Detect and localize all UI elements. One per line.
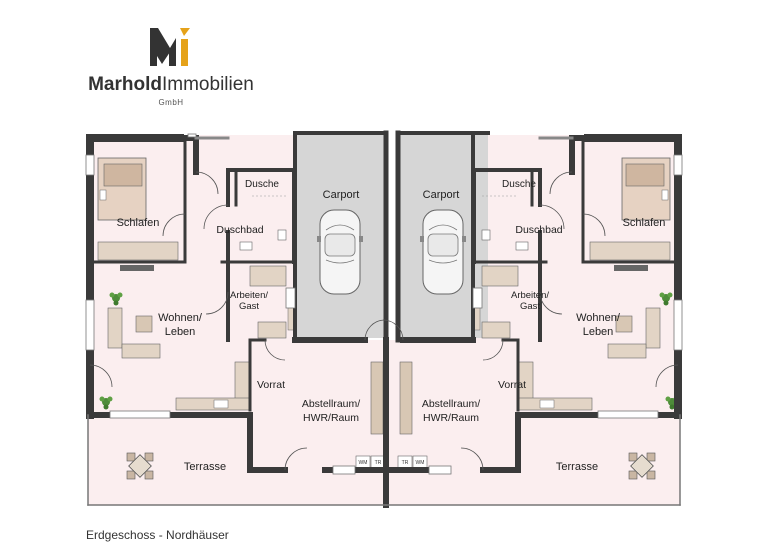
car-icon <box>316 209 364 295</box>
wardrobe-icon <box>97 241 179 261</box>
sofa-icon <box>107 307 123 349</box>
logo-accent <box>180 28 190 36</box>
room-label-dusche: Dusche <box>502 179 536 190</box>
room-label-leben: Leben <box>165 326 196 338</box>
svg-text:TR: TR <box>375 460 382 466</box>
svg-text:WM: WM <box>416 460 425 466</box>
doors <box>89 171 679 471</box>
sofa-icon <box>645 307 661 349</box>
wardrobe-icon <box>589 241 671 261</box>
company-name-bold: Marhold <box>88 74 162 95</box>
room-label-carport: Carport <box>423 189 460 201</box>
washing-machine-icon: WM <box>412 455 428 469</box>
room-label-wohnen: Wohnen/ <box>158 312 203 324</box>
washbasin-icon <box>239 241 253 251</box>
windows <box>85 133 683 475</box>
furniture: WM TR TR WM <box>97 157 679 480</box>
room-label-leben: Leben <box>583 326 614 338</box>
room-label-terrasse: Terrasse <box>184 461 226 473</box>
room-label-terrasse: Terrasse <box>556 461 598 473</box>
room-label-gast: Gast <box>239 301 259 312</box>
toilet-icon <box>277 229 287 241</box>
room-label-hwr: HWR/Raum <box>303 412 359 424</box>
desk-icon <box>249 265 287 287</box>
room-label-wohnen: Wohnen/ <box>576 312 621 324</box>
washing-machine-icon: WM <box>355 455 371 469</box>
svg-text:WM: WM <box>359 460 368 466</box>
marhold-m-logo-icon <box>150 28 190 66</box>
room-label-gast: Gast <box>520 301 540 312</box>
coffee-table-icon <box>615 315 633 333</box>
sink-icon <box>213 399 229 409</box>
room-label-schlafen: Schlafen <box>117 217 160 229</box>
company-logo: MarholdImmobilien GmbH <box>86 22 256 107</box>
room-label-dusche: Dusche <box>245 179 279 190</box>
room-label-schlafen: Schlafen <box>623 217 666 229</box>
company-name-light: Immobilien <box>162 74 254 95</box>
room-label-arbeiten: Arbeiten/ <box>511 290 549 301</box>
desk-icon <box>481 265 519 287</box>
terrace-table-icon <box>628 452 656 480</box>
dryer-icon: TR <box>397 455 413 469</box>
storage-shelf <box>399 361 413 435</box>
room-label-duschbad: Duschbad <box>216 224 263 236</box>
coffee-table-icon <box>135 315 153 333</box>
room-label-abstellraum: Abstellraum/ <box>302 398 360 410</box>
room-label-vorrat: Vorrat <box>498 379 526 391</box>
room-label-carport: Carport <box>323 189 360 201</box>
room-label-vorrat: Vorrat <box>257 379 285 391</box>
company-name: MarholdImmobilien <box>86 74 256 96</box>
room-label-duschbad: Duschbad <box>515 224 562 236</box>
room-label-abstellraum: Abstellraum/ <box>422 398 480 410</box>
sink-icon <box>539 399 555 409</box>
room-label-hwr: HWR/Raum <box>423 412 479 424</box>
car-icon <box>419 209 467 295</box>
svg-text:TR: TR <box>402 460 409 466</box>
company-subtitle: GmbH <box>158 98 184 107</box>
terrace-table-icon <box>126 452 154 480</box>
plan-caption: Erdgeschoss - Nordhäuser <box>86 528 229 542</box>
room-label-arbeiten: Arbeiten/ <box>230 290 268 301</box>
dryer-icon: TR <box>370 455 386 469</box>
storage-shelf <box>370 361 384 435</box>
washbasin-icon <box>515 241 529 251</box>
toilet-icon <box>481 229 491 241</box>
logo-accent-bar <box>181 39 188 66</box>
